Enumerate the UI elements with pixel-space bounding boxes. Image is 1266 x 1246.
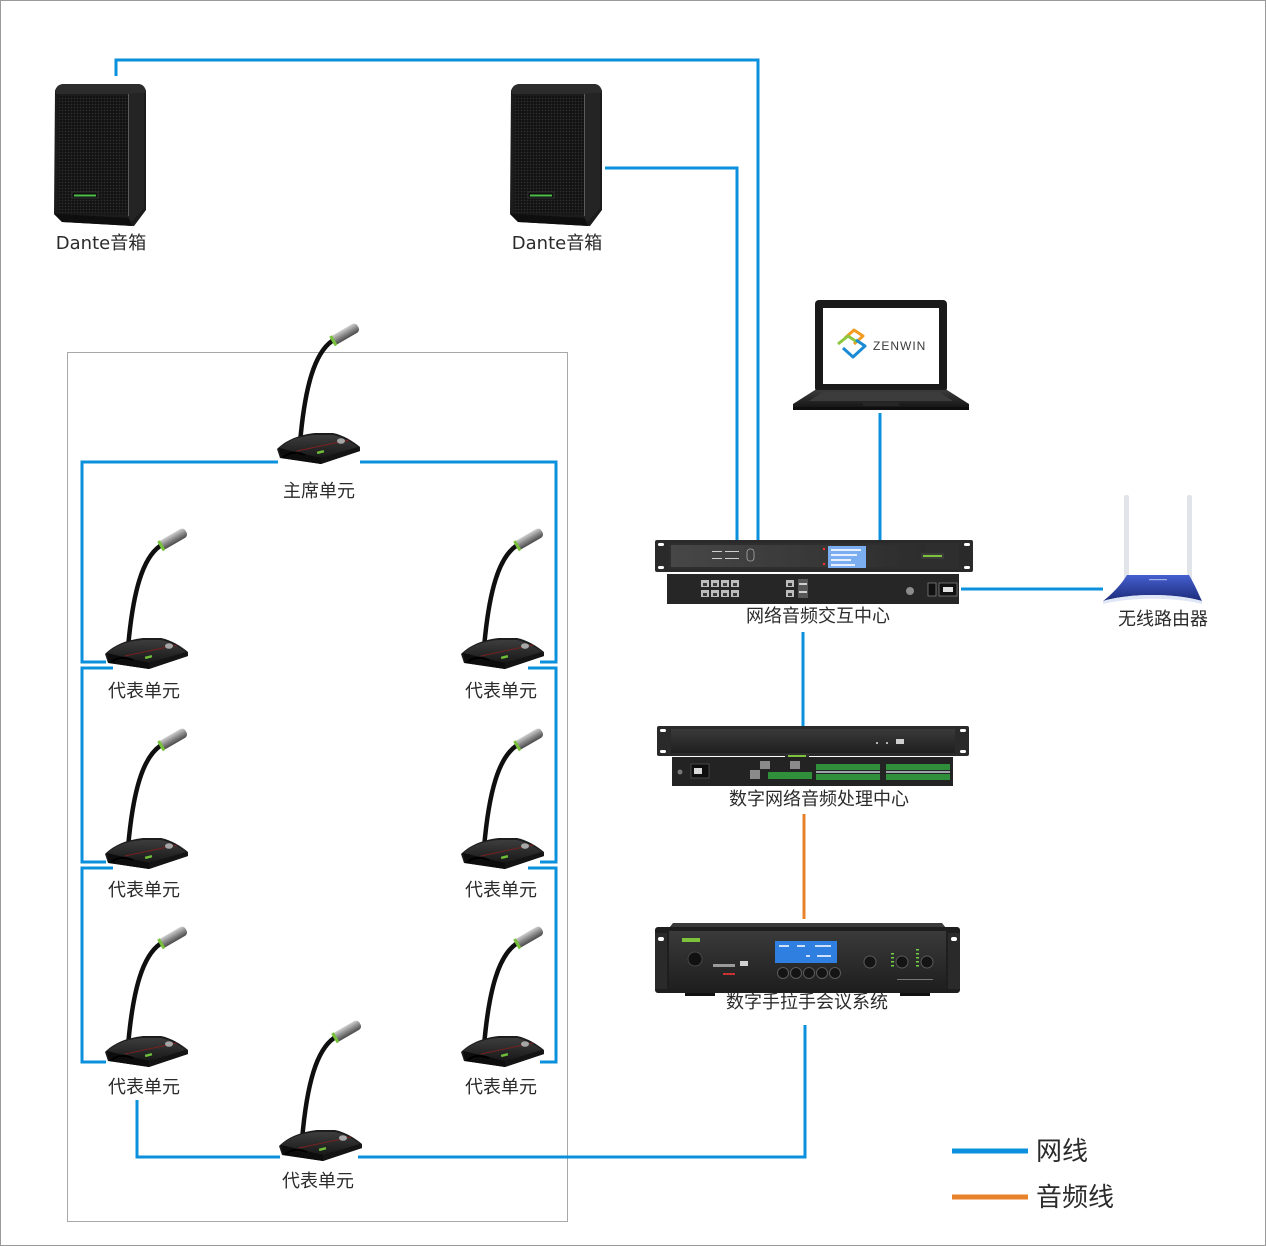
delegate-unit-icon <box>461 527 545 669</box>
delegate-unit-label: 代表单元 <box>465 1077 537 1098</box>
laptop-icon: ZENWIN <box>793 300 969 410</box>
audio-processor-icon <box>657 726 969 786</box>
zenwin-logo-icon <box>837 328 867 359</box>
legend-audio-cable-label: 音频线 <box>1036 1183 1115 1213</box>
dante-speaker-left-icon <box>53 83 147 227</box>
delegate-unit-icon <box>105 727 189 869</box>
delegate-unit-label: 代表单元 <box>108 880 180 901</box>
audio-processor-label: 数字网络音频处理中心 <box>729 789 909 810</box>
dante-speaker-right-icon <box>509 83 603 227</box>
network-cable-bottom-delegate-to-left-3 <box>135 1100 280 1159</box>
conference-area-frame <box>67 352 568 1222</box>
network-cable-right-2-to-right-3 <box>528 866 558 1064</box>
network-cable-left-2-to-left-3 <box>80 866 113 1064</box>
delegate-unit-icon <box>461 727 545 869</box>
delegate-unit-icon <box>461 925 545 1067</box>
laptop-screen-logo-text: ZENWIN <box>873 339 926 353</box>
network-cable-chairman-to-right-1 <box>360 460 558 664</box>
delegate-unit-icon <box>105 925 189 1067</box>
wireless-router-icon <box>1103 495 1202 604</box>
network-cable-chairman-to-left-1 <box>80 460 278 664</box>
network-cable-right-1-to-right-2 <box>528 666 558 864</box>
delegate-unit-label: 代表单元 <box>465 681 537 702</box>
network-audio-hub-label: 网络音频交互中心 <box>746 606 890 627</box>
wireless-router-label: 无线路由器 <box>1118 609 1208 630</box>
delegate-unit-label: 代表单元 <box>465 880 537 901</box>
delegate-unit-label: 代表单元 <box>108 681 180 702</box>
network-cable-speaker-right-to-hub <box>605 166 739 541</box>
delegate-unit-icon <box>279 1019 363 1161</box>
network-audio-hub-icon <box>655 540 973 604</box>
legend-network-cable-label: 网线 <box>1036 1137 1089 1167</box>
conference-system-label: 数字手拉手会议系统 <box>726 992 888 1013</box>
delegate-unit-icon <box>105 527 189 669</box>
chairman-unit-icon <box>277 322 361 464</box>
delegate-unit-label: 代表单元 <box>282 1171 354 1192</box>
conference-system-icon <box>655 923 960 996</box>
chairman-unit-label: 主席单元 <box>283 481 355 502</box>
speaker-left-label: Dante音箱 <box>55 233 147 254</box>
delegate-unit-label: 代表单元 <box>108 1077 180 1098</box>
network-cable-conference-to-bottom-delegate <box>358 1025 807 1159</box>
speaker-right-label: Dante音箱 <box>511 233 603 254</box>
network-cable-left-1-to-left-2 <box>80 666 113 864</box>
network-cable-speaker-left-to-hub <box>114 58 760 541</box>
